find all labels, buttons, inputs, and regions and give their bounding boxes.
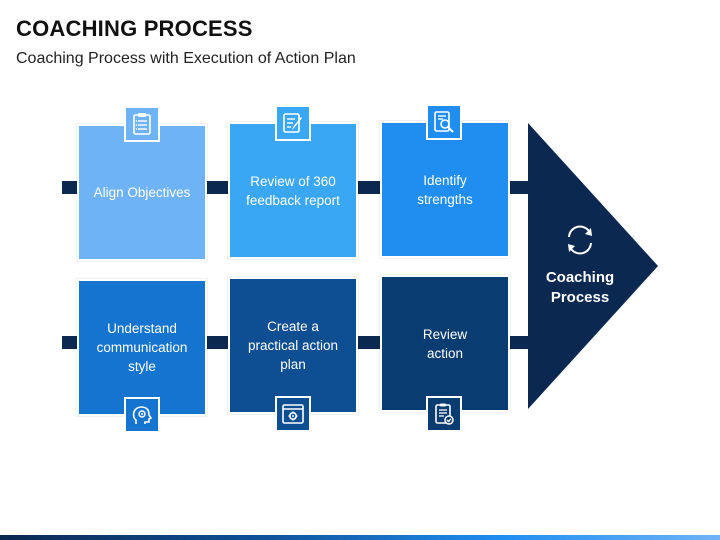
step-label: Create a practical action plan (247, 319, 339, 372)
step-label: Review of 360 feedback report (246, 173, 340, 208)
footer-gradient-bar (0, 535, 720, 540)
document-pen-icon (275, 105, 311, 141)
step-identify-strengths: Identify strengths (379, 120, 511, 259)
checklist-icon (426, 396, 462, 432)
step-align-objectives: Align Objectives (76, 123, 208, 262)
clipboard-icon (124, 106, 160, 142)
step-create-action-plan: Create a practical action plan (227, 276, 359, 415)
step-understand-communication: Understand communication style (76, 278, 208, 417)
step-label: Understand communication style (96, 321, 188, 374)
step-label: Review action (422, 326, 468, 361)
page-subtitle: Coaching Process with Execution of Actio… (16, 50, 356, 67)
step-review-action: Review action (379, 274, 511, 413)
page-title: COACHING PROCESS (16, 16, 253, 41)
head-gear-icon (124, 397, 160, 433)
step-review-360-feedback: Review of 360 feedback report (227, 121, 359, 260)
browser-gear-icon (275, 396, 311, 432)
cycle-icon (568, 225, 592, 255)
search-document-icon (426, 104, 462, 140)
arrow-label: Coaching Process (545, 269, 615, 306)
step-label: Identify strengths (417, 172, 473, 207)
step-label: Align Objectives (93, 185, 191, 200)
